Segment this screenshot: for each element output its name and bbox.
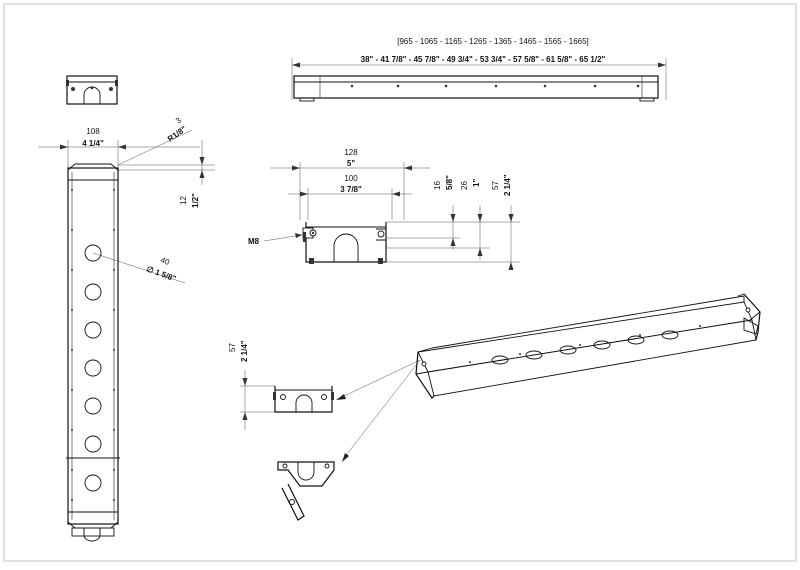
width-mm-label: 108 <box>86 127 100 136</box>
sheet-border <box>3 3 797 562</box>
end-view: 128 5" 100 3 7/8" M8 <box>248 148 520 270</box>
end-profile-small <box>66 75 118 105</box>
cable-holes <box>84 244 102 492</box>
cable-hole <box>84 244 102 262</box>
offset-in-label: 1/2" <box>191 193 200 208</box>
isometric-view <box>415 293 761 399</box>
cable-hole <box>84 397 102 415</box>
radius-mm-label: 3 <box>174 115 183 125</box>
rail-top-body <box>293 75 659 99</box>
d1-in-label: 5/8" <box>445 175 454 190</box>
cable-hole <box>84 359 102 377</box>
detail-view: 57 2 1/4" <box>228 340 335 521</box>
bolt-label: M8 <box>248 237 260 246</box>
inner-mm-label: 100 <box>344 174 358 183</box>
end-profile <box>305 222 387 263</box>
d3-mm-label: 57 <box>491 181 500 190</box>
lengths-mm-label: [965 - 1065 - 1165 - 1265 - 1365 - 1465 … <box>397 37 589 46</box>
cable-hole <box>84 435 102 453</box>
d1-mm-label: 16 <box>433 181 442 190</box>
hole-mm-label: 40 <box>159 255 171 267</box>
callout-arrows <box>336 359 421 462</box>
detail-height-in-label: 2 1/4" <box>240 340 249 362</box>
offset-mm-label: 12 <box>179 196 188 205</box>
rail-side-body <box>67 167 119 525</box>
detail-height-mm-label: 57 <box>228 343 237 352</box>
width-in-label: 4 1/4" <box>82 139 104 148</box>
d3-in-label: 2 1/4" <box>503 174 512 196</box>
left-view: 108 4 1/4" 3 R1/8" 12 1/2" <box>38 115 215 542</box>
cable-hole <box>84 474 102 492</box>
cable-hole <box>84 321 102 339</box>
cable-hole <box>84 283 102 301</box>
hole-in-label: ∅ 1 5/8" <box>145 264 177 283</box>
top-view: [965 - 1065 - 1165 - 1265 - 1365 - 1465 … <box>291 37 667 102</box>
inner-in-label: 3 7/8" <box>340 185 362 194</box>
d2-in-label: 1" <box>472 179 481 187</box>
outer-mm-label: 128 <box>344 148 358 157</box>
outer-in-label: 5" <box>347 159 355 168</box>
d2-mm-label: 26 <box>460 181 469 190</box>
lengths-in-label: 38" - 41 7/8" - 45 7/8" - 49 3/4" - 53 3… <box>361 55 606 64</box>
